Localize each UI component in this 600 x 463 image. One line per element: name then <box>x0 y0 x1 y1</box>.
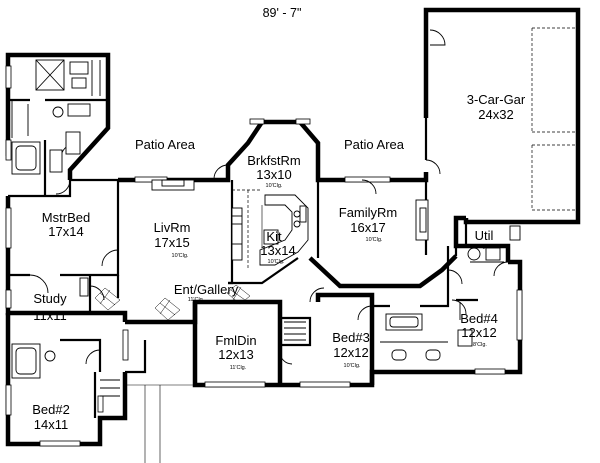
utility-ceiling: 8'Clg. <box>473 244 487 250</box>
bed4-ceiling: 8'Clg. <box>473 342 487 348</box>
entry-tile <box>94 284 251 321</box>
study-name: Study <box>33 291 67 306</box>
breakfast-size: 13x10 <box>256 167 291 182</box>
doors <box>29 29 509 365</box>
master-bath-fixtures <box>11 59 101 175</box>
windows <box>5 65 523 447</box>
bed3-ceiling: 10'Clg. <box>344 363 361 369</box>
living-fireplace <box>151 179 243 261</box>
formal-dining-ceiling: 11'Clg. <box>230 365 247 371</box>
utility-name: Util <box>475 228 494 243</box>
living-size: 17x15 <box>154 235 189 250</box>
formal-dining-name: FmlDin <box>215 333 256 348</box>
bed2-bath-fixtures <box>11 343 120 397</box>
entry-name: Ent/Gallery <box>174 282 239 297</box>
kitchen-ceiling: 10'Clg. <box>268 259 285 265</box>
overall-width-dimension: 89' - 7" <box>263 6 302 20</box>
kitchen-counters <box>232 189 309 270</box>
living-name: LivRm <box>154 220 191 235</box>
study-size: 11x11 <box>33 308 67 323</box>
garage-name: 3-Car-Gar <box>467 92 526 107</box>
kitchen-size: 13x14 <box>260 243 295 258</box>
bed3-name: Bed#3 <box>332 330 370 345</box>
garage-doors <box>531 27 575 211</box>
utility-fixtures <box>467 225 521 263</box>
family-size: 16x17 <box>350 220 385 235</box>
patio-left-name: Patio Area <box>135 137 196 152</box>
hall-bath-fixtures <box>380 313 473 361</box>
living-ceiling: 10'Clg. <box>172 253 189 259</box>
closet-shelves <box>79 277 461 341</box>
master-bed-name: MstrBed <box>42 210 90 225</box>
family-ceiling: 10'Clg. <box>366 237 383 243</box>
garage-size: 24x32 <box>478 107 513 122</box>
room-labels: 3-Car-Gar 24x32 Patio Area Patio Area Br… <box>32 92 526 432</box>
bed3-size: 12x12 <box>333 345 368 360</box>
bed2-name: Bed#2 <box>32 402 70 417</box>
breakfast-name: BrkfstRm <box>247 153 300 168</box>
kitchen-name: Kit <box>266 229 282 244</box>
bed4-size: 12x12 <box>461 325 496 340</box>
front-walkway <box>125 384 195 463</box>
bed4-name: Bed#4 <box>460 311 498 326</box>
family-name: FamilyRm <box>339 205 398 220</box>
master-bed-size: 17x14 <box>48 224 83 239</box>
entry-ceiling: 11'Clg. <box>188 297 205 303</box>
breakfast-ceiling: 10'Clg. <box>266 183 283 189</box>
formal-dining-size: 12x13 <box>218 347 253 362</box>
bed2-size: 14x11 <box>34 417 68 432</box>
patio-right-name: Patio Area <box>344 137 405 152</box>
family-fireplace <box>415 199 429 241</box>
